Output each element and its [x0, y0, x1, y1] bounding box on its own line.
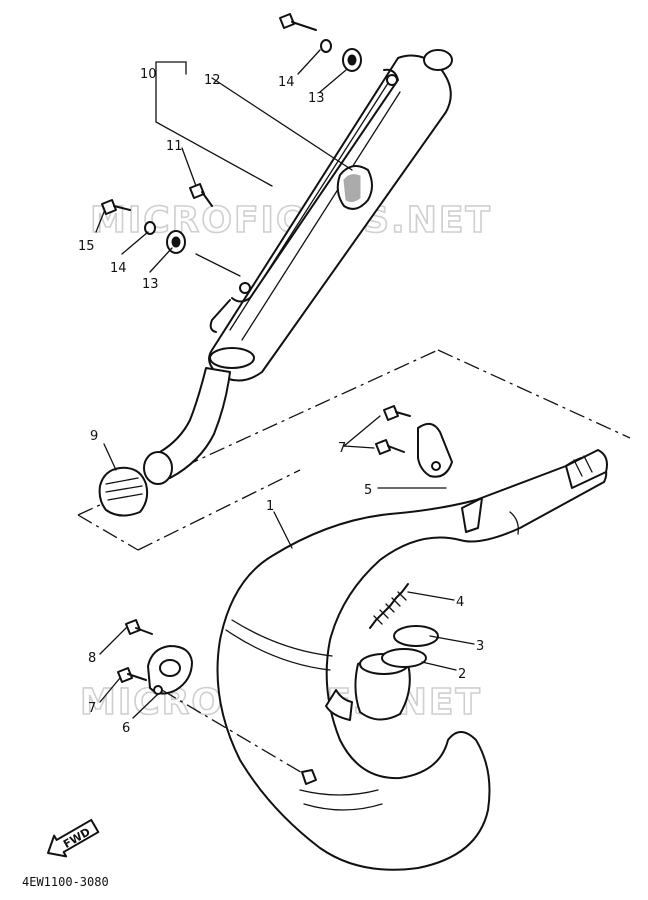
callout-9: 9 [90, 429, 98, 444]
callout-2: 2 [458, 667, 466, 682]
alignment-line [161, 689, 305, 775]
bolt-7-upper-a [383, 405, 411, 421]
callout-14-middle: 14 [110, 261, 127, 276]
bolt-7-upper-b [375, 439, 405, 455]
muffler-stay [209, 68, 399, 333]
muffler-inlet-pipe [98, 367, 231, 517]
callout-6: 6 [122, 721, 130, 736]
diagram-code: 4EW1100-3080 [22, 875, 109, 889]
flange [147, 645, 193, 695]
grommet-middle [166, 230, 186, 254]
expansion-chamber [216, 449, 608, 871]
callout-12: 12 [204, 73, 221, 88]
callout-5: 5 [364, 483, 372, 498]
callout-7-lower: 7 [88, 701, 96, 716]
bolt-8 [125, 619, 153, 635]
gasket [381, 648, 427, 668]
callout-4: 4 [456, 595, 464, 610]
washer-middle [144, 221, 156, 235]
grommet-top [342, 48, 362, 72]
callout-15: 15 [78, 239, 95, 254]
callout-3: 3 [476, 639, 484, 654]
callout-13-top: 13 [308, 91, 325, 106]
o-ring [393, 625, 439, 647]
callout-8: 8 [88, 651, 96, 666]
spring [369, 583, 409, 629]
bracket [417, 422, 453, 478]
callout-10: 10 [140, 67, 157, 82]
callout-7-upper: 7 [338, 441, 346, 456]
callout-14-top: 14 [278, 75, 295, 90]
bolt-7-lower [117, 667, 147, 683]
bolt-15 [101, 199, 131, 215]
callout-13-middle: 13 [142, 277, 159, 292]
callout-11: 11 [166, 139, 183, 154]
nut [301, 769, 317, 785]
leader-lines [95, 49, 475, 719]
bolt-top [279, 13, 317, 31]
washer-top [320, 39, 332, 53]
fwd-arrow-icon: FWD [47, 818, 100, 858]
bolt-11 [189, 183, 213, 207]
callout-1: 1 [266, 499, 274, 514]
